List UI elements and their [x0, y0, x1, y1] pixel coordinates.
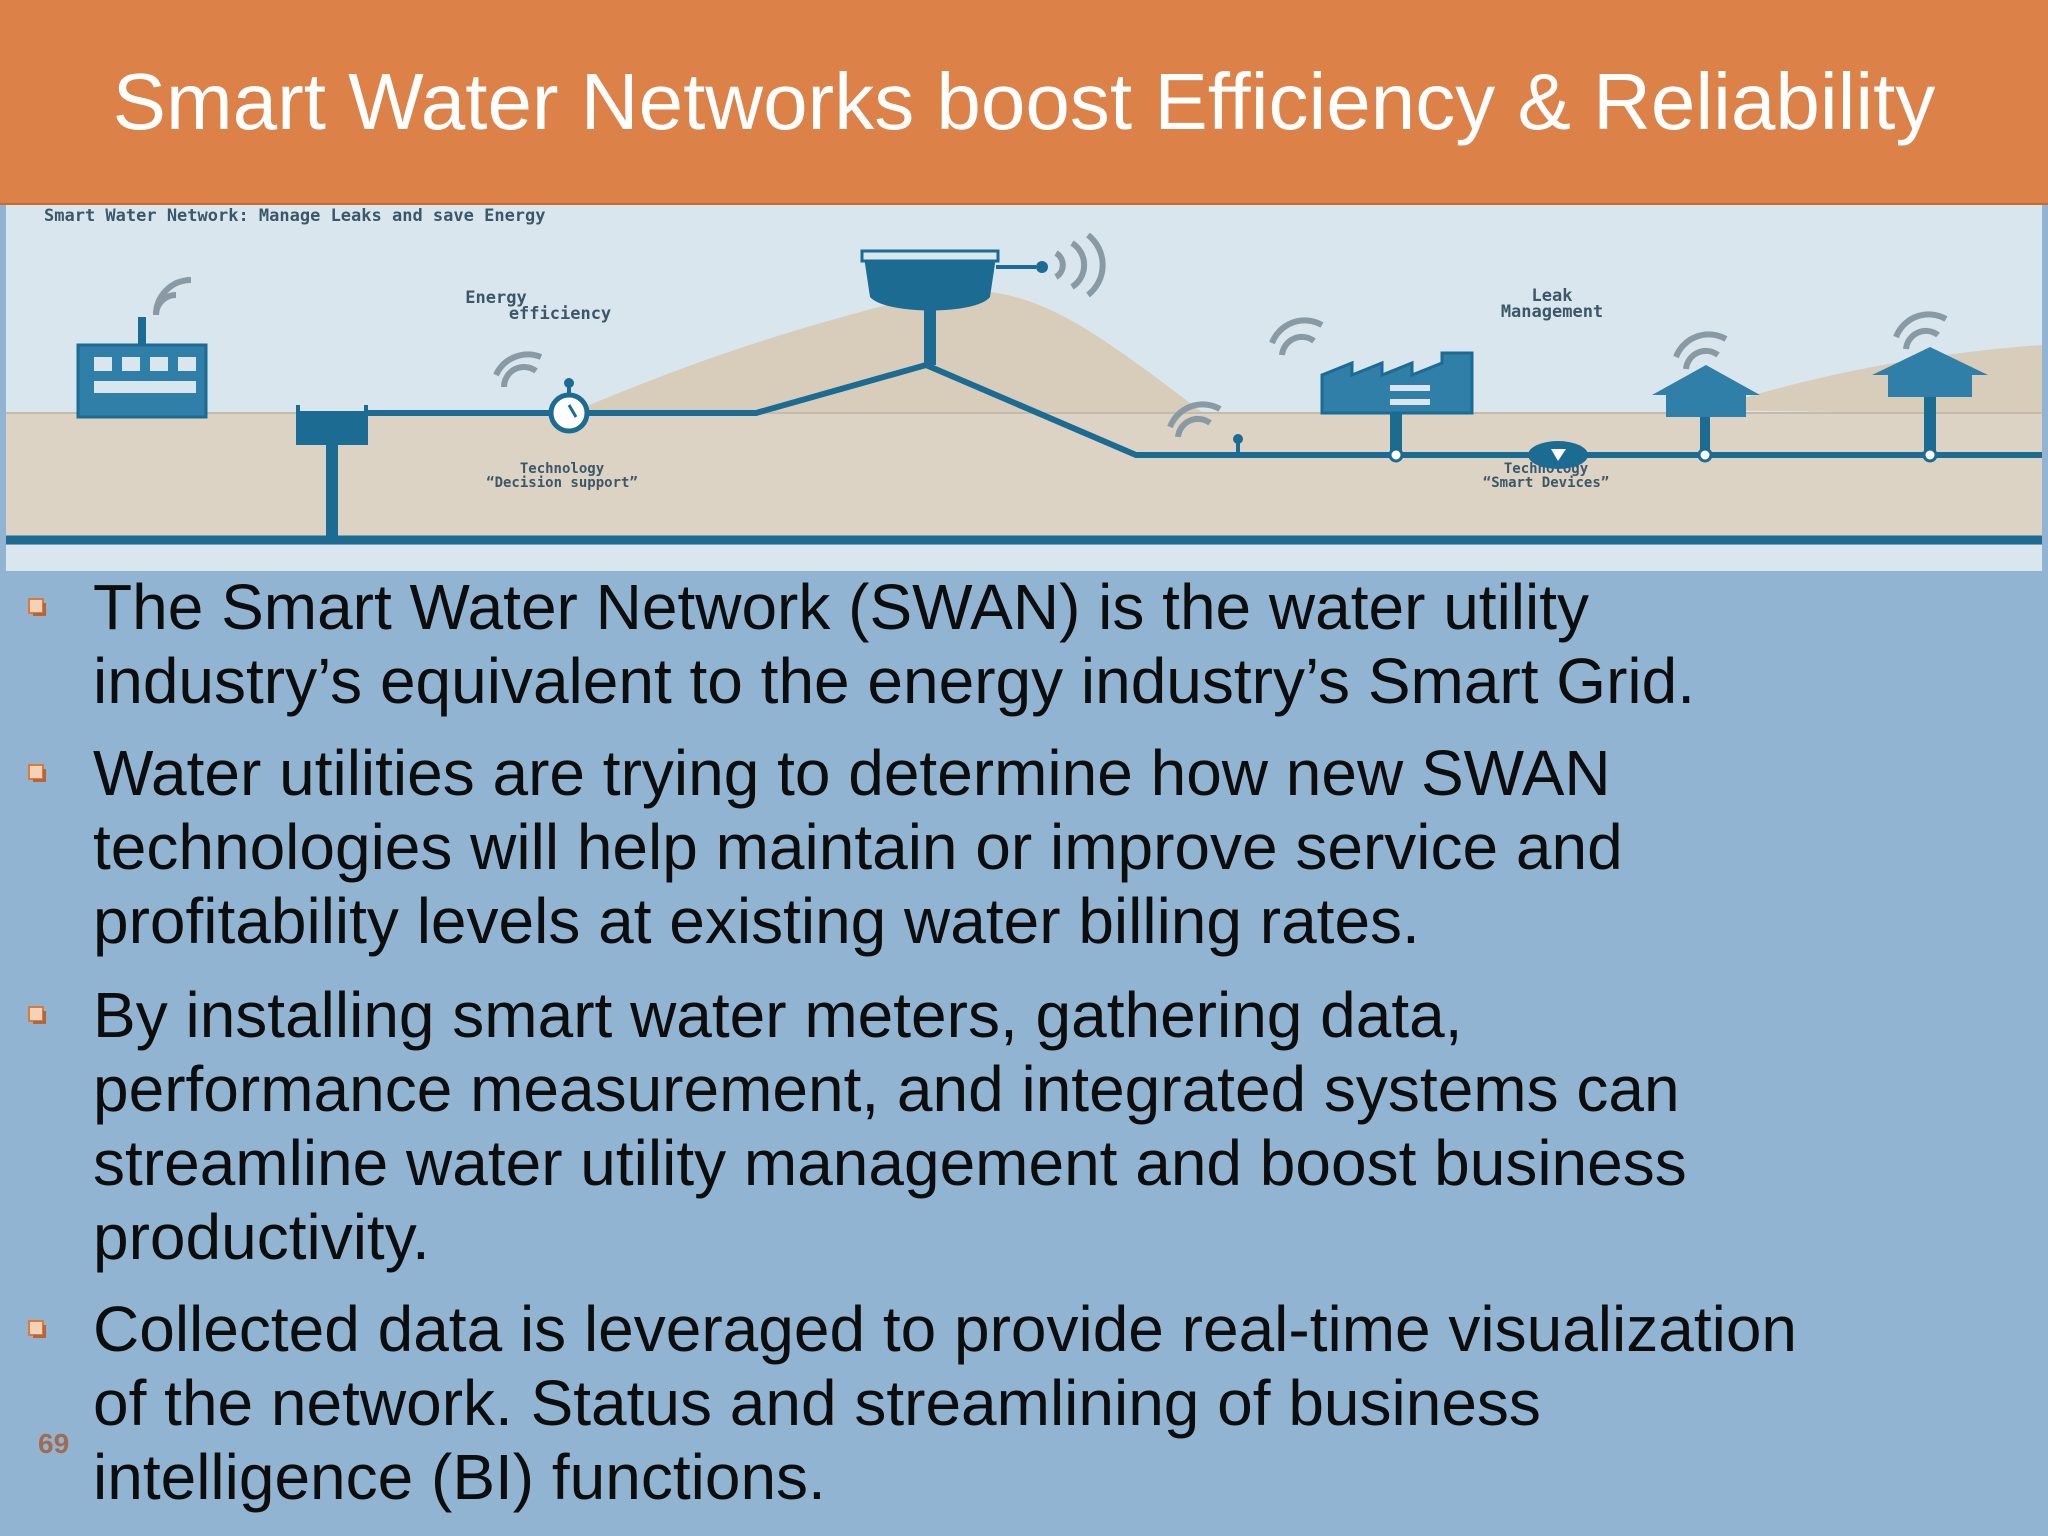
smart-device-icon	[1528, 441, 1588, 469]
square-bullet-icon	[28, 1320, 46, 1338]
smart-water-network-diagram: Smart Water Network: Manage Leaks and sa…	[6, 205, 2042, 571]
label-tech-devices-2: “Smart Devices”	[1483, 475, 1609, 491]
square-bullet-icon	[28, 764, 46, 782]
label-tech-decision-1: Technology	[520, 461, 605, 477]
wifi-signal-icon	[1269, 317, 1324, 356]
slide-title: Smart Water Networks boost Efficiency & …	[112, 56, 1936, 146]
hill-shape	[566, 290, 1206, 415]
square-bullet-icon	[28, 598, 46, 616]
wifi-signal-icon	[153, 277, 192, 316]
meter-sensor-icon	[1233, 434, 1243, 455]
wifi-signal-icon	[1673, 331, 1728, 370]
wifi-signal-icon	[1893, 311, 1948, 350]
label-tech-decision-2: “Decision support”	[486, 475, 638, 491]
page-number: 69	[38, 1428, 70, 1459]
diagram-heading: Smart Water Network: Manage Leaks and sa…	[44, 206, 546, 226]
valve-icon	[548, 378, 590, 434]
label-leak-2: Management	[1501, 302, 1603, 322]
bullet-text: Water utilities are trying to determine …	[93, 737, 1623, 957]
house-icon	[1652, 365, 1760, 463]
diagram-svg: Smart Water Network: Manage Leaks and sa…	[6, 205, 2042, 571]
distribution-pipe	[368, 361, 2042, 458]
label-energy-2: efficiency	[509, 304, 611, 324]
water-tower-icon	[860, 249, 1048, 365]
slide-content: The Smart Water Network (SWAN) is the wa…	[0, 570, 2048, 1536]
office-building-icon	[76, 317, 208, 419]
title-bar: Smart Water Networks boost Efficiency & …	[0, 0, 2048, 205]
square-bullet-icon	[28, 1006, 46, 1024]
factory-icon	[1320, 351, 1474, 463]
label-leak-1: Leak	[1532, 286, 1573, 306]
wifi-signal-icon	[1054, 232, 1106, 298]
bullet-text: Collected data is leveraged to provide r…	[93, 1293, 1797, 1513]
water-tower-icon	[296, 403, 368, 540]
bullet-text: By installing smart water meters, gather…	[93, 979, 1687, 1273]
wifi-signal-icon	[1167, 401, 1222, 438]
wifi-signal-icon	[493, 351, 543, 388]
bullet-text: The Smart Water Network (SWAN) is the wa…	[93, 571, 1695, 717]
house-icon	[1872, 347, 1988, 463]
label-energy-1: Energy	[465, 288, 526, 308]
